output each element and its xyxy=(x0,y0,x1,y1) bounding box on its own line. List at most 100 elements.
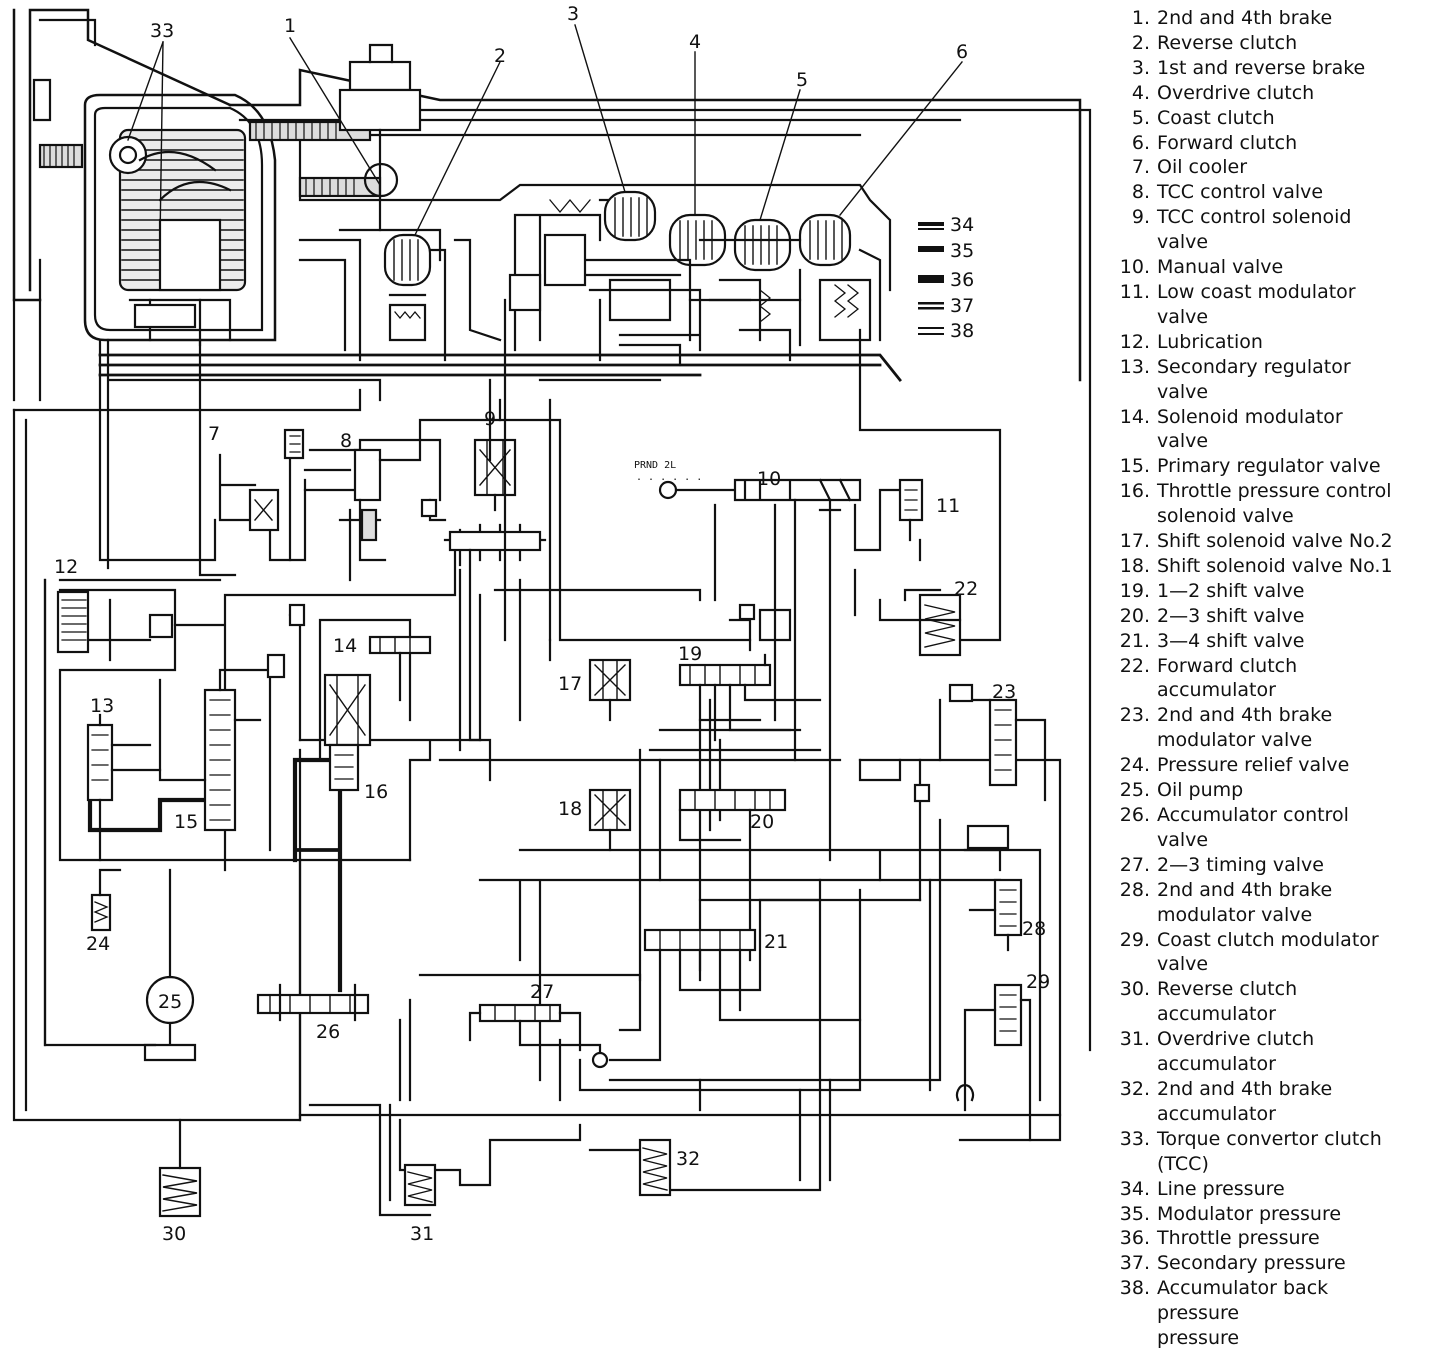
legend-item-number: 19. xyxy=(1119,579,1150,602)
legend-item-continuation: pressure xyxy=(1104,1301,1434,1326)
legend-item: 22.Forward clutch xyxy=(1104,654,1434,679)
callout-3: 3 xyxy=(567,3,579,25)
callout-13: 13 xyxy=(90,695,114,717)
legend-item-number: 6. xyxy=(1131,131,1150,154)
callout-4: 4 xyxy=(689,31,701,53)
legend-item: 16.Throttle pressure control xyxy=(1104,479,1434,504)
callout-8: 8 xyxy=(340,430,352,452)
legend-item-label: 2nd and 4th brake xyxy=(1157,1077,1333,1100)
legend-item: 11.Low coast modulator xyxy=(1104,280,1434,305)
legend-item-label: Solenoid modulator xyxy=(1157,405,1343,428)
legend-item-label: Modulator pressure xyxy=(1157,1202,1342,1225)
legend-item: 12.Lubrication xyxy=(1104,330,1434,355)
legend-item-number: 25. xyxy=(1119,779,1150,802)
callout-22: 22 xyxy=(954,578,978,600)
legend-item-continuation-label: accumulator xyxy=(1157,1003,1276,1026)
callout-16: 16 xyxy=(364,781,388,803)
callout-labels: 1 2 3 4 5 6 7 8 9 10 11 12 13 14 15 16 1… xyxy=(54,3,1050,1245)
legend-item-continuation: accumulator xyxy=(1104,678,1434,703)
legend-item-label: Pressure relief valve xyxy=(1157,754,1350,777)
legend-item-continuation-label: (TCC) xyxy=(1157,1152,1209,1175)
legend-item: 25. Oil pump xyxy=(1104,778,1434,803)
legend-item-continuation: valve xyxy=(1104,429,1434,454)
legend-item: 10.Manual valve xyxy=(1104,255,1434,280)
legend-item-continuation-label: modulator valve xyxy=(1157,903,1313,926)
callout-15: 15 xyxy=(174,811,198,833)
legend-item-label: 3—4 shift valve xyxy=(1157,629,1305,652)
legend-item: 33.Torque convertor clutch xyxy=(1104,1127,1434,1152)
legend-item: 19. 1—2 shift valve xyxy=(1104,579,1434,604)
legend-item-label: Shift solenoid valve No.2 xyxy=(1157,530,1393,553)
legend-item-label: Overdrive clutch xyxy=(1157,1028,1315,1051)
callout-24: 24 xyxy=(86,933,110,955)
callout-6: 6 xyxy=(956,41,968,63)
legend-item-label: 1—2 shift valve xyxy=(1157,579,1305,602)
callout-18: 18 xyxy=(558,798,582,820)
legend-item-label: 2nd and 4th brake xyxy=(1157,878,1333,901)
callout-9: 9 xyxy=(484,408,496,430)
callout-12: 12 xyxy=(54,556,78,578)
legend-item: 31.Overdrive clutch xyxy=(1104,1027,1434,1052)
callout-14: 14 xyxy=(333,635,357,657)
legend-item-continuation: accumulator xyxy=(1104,1052,1434,1077)
legend-item-continuation-label: valve xyxy=(1157,231,1209,254)
legend-item: 32.2nd and 4th brake xyxy=(1104,1077,1434,1102)
legend-item-label: 2nd and 4th brake xyxy=(1157,704,1333,727)
legend-item-label: Torque convertor clutch xyxy=(1157,1127,1382,1150)
legend-item-continuation-label: accumulator xyxy=(1157,679,1276,702)
callout-leaders xyxy=(127,24,963,241)
callout-28: 28 xyxy=(1022,918,1046,940)
legend-item-continuation: accumulator xyxy=(1104,1002,1434,1027)
legend-item-label: Overdrive clutch xyxy=(1157,81,1315,104)
legend-item-label: Secondary pressure xyxy=(1157,1252,1346,1275)
legend-item-continuation: pressure xyxy=(1104,1326,1434,1351)
legend-item: 30.Reverse clutch xyxy=(1104,977,1434,1002)
callout-7: 7 xyxy=(208,423,220,445)
legend-item-number: 4. xyxy=(1131,81,1150,104)
legend-item-label: TCC control solenoid xyxy=(1157,206,1352,229)
legend-item-number: 28. xyxy=(1119,878,1150,901)
legend-item: 5.Coast clutch xyxy=(1104,106,1434,131)
clutch-pack-section xyxy=(508,190,882,367)
legend-item: 17.Shift solenoid valve No.2 xyxy=(1104,529,1434,554)
legend-item: 15.Primary regulator valve xyxy=(1104,454,1434,479)
legend-item-continuation-label: valve xyxy=(1157,953,1209,976)
legend-item: 38.Accumulator back xyxy=(1104,1276,1434,1301)
callout-32: 32 xyxy=(676,1148,700,1170)
legend-item-label: Oil pump xyxy=(1157,779,1244,802)
legend-item: 9.TCC control solenoid xyxy=(1104,205,1434,230)
legend-item-number: 22. xyxy=(1119,654,1150,677)
callout-31: 31 xyxy=(410,1223,434,1245)
legend-item-continuation: solenoid valve xyxy=(1104,504,1434,529)
legend-item-number: 1. xyxy=(1131,7,1150,29)
callout-29: 29 xyxy=(1026,971,1050,993)
legend-item-label: Accumulator control xyxy=(1157,804,1349,826)
legend-item-label: 1st and reverse brake xyxy=(1157,56,1366,79)
legend-item-number: 15. xyxy=(1119,455,1150,478)
legend-item: 36.Throttle pressure xyxy=(1104,1226,1434,1251)
legend-item-label: Forward clutch xyxy=(1157,131,1298,154)
legend-item-continuation: modulator valve xyxy=(1104,903,1434,928)
callout-17: 17 xyxy=(558,673,582,695)
legend-item: 13.Secondary regulator xyxy=(1104,355,1434,380)
legend-item: 2.Reverse clutch xyxy=(1104,31,1434,56)
legend-item-continuation-label: pressure xyxy=(1157,1302,1240,1325)
legend-item-label: 2nd and 4th brake xyxy=(1157,7,1333,29)
legend-item-label: Low coast modulator xyxy=(1157,280,1356,303)
callout-26: 26 xyxy=(316,1021,340,1043)
legend-item-number: 24. xyxy=(1119,754,1150,777)
legend-item-number: 13. xyxy=(1119,355,1150,378)
legend-item-number: 8. xyxy=(1131,181,1150,204)
legend-item-continuation: valve xyxy=(1104,952,1434,977)
svg-text:. . . . . .: . . . . . . xyxy=(636,472,702,483)
callout-2: 2 xyxy=(494,45,506,67)
legend-item-continuation: valve xyxy=(1104,305,1434,330)
legend-item: 8.TCC control valve xyxy=(1104,180,1434,205)
legend-item-number: 3. xyxy=(1131,56,1150,79)
legend-item-label: Coast clutch modulator xyxy=(1157,928,1379,951)
legend-item-number: 38. xyxy=(1119,1277,1150,1300)
legend-item-number: 37. xyxy=(1119,1252,1150,1275)
legend-item-label: Coast clutch xyxy=(1157,106,1275,129)
legend-item: 21.3—4 shift valve xyxy=(1104,629,1434,654)
pump-housing xyxy=(248,43,502,362)
